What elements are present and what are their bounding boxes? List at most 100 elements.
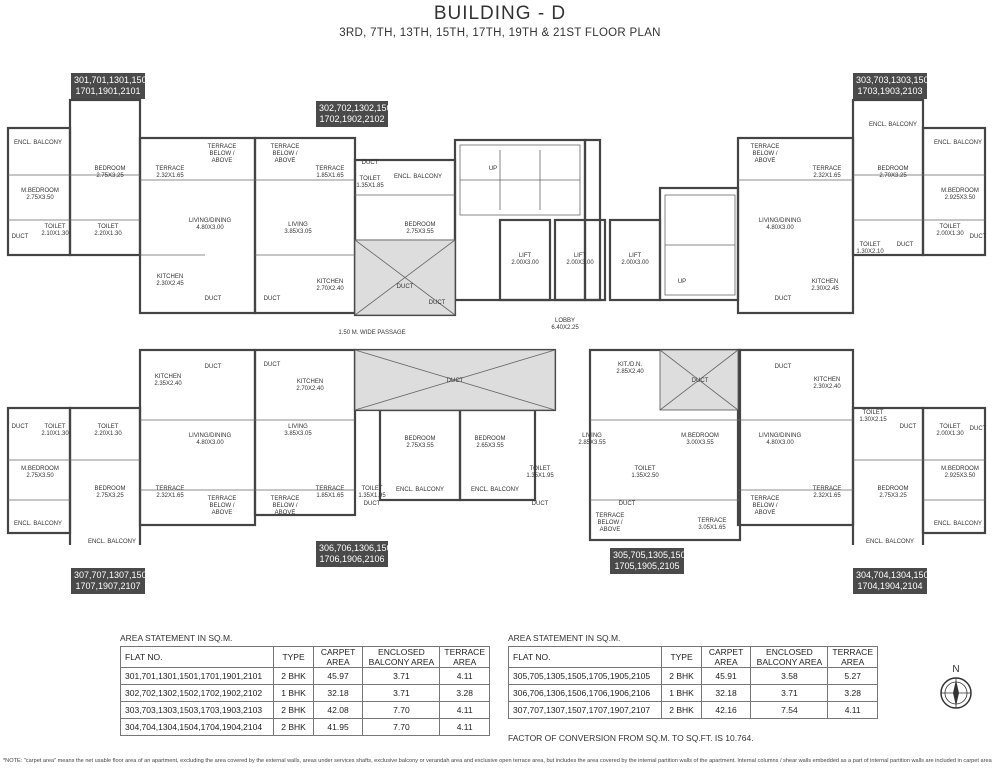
cell-type: 1 BHK	[273, 684, 314, 702]
svg-text:KITCHEN: KITCHEN	[812, 279, 838, 285]
table-row: 303,703,1303,1503,1703,1903,2103 2 BHK 4…	[119, 701, 490, 719]
svg-text:2.75X3.50: 2.75X3.50	[26, 473, 54, 479]
svg-text:ABOVE: ABOVE	[275, 158, 296, 164]
svg-text:TERRACE: TERRACE	[271, 496, 300, 502]
svg-text:ABOVE: ABOVE	[212, 158, 233, 164]
svg-text:ENCL. BALCONY: ENCL. BALCONY	[396, 487, 444, 493]
svg-text:4.80X3.00: 4.80X3.00	[196, 440, 224, 446]
cell-flat-no: 305,705,1305,1505,1705,1905,2105	[507, 667, 663, 685]
flat-tag-top-left: 301,701,1301,1501, 1701,1901,2101	[71, 73, 154, 99]
flat-tag-line: 306,706,1306,1506,	[319, 543, 400, 553]
svg-text:TERRACE: TERRACE	[698, 518, 727, 524]
flat-tag-bottom-left: 307,707,1307,1507, 1707,1907,2107	[71, 568, 154, 594]
svg-text:2.70X3.25: 2.70X3.25	[879, 173, 907, 179]
compass-rose-icon	[940, 677, 972, 709]
cell-terrace: 4.11	[439, 701, 490, 719]
svg-text:DUCT: DUCT	[970, 426, 987, 432]
cell-type: 2 BHK	[273, 667, 314, 685]
svg-text:2.75X3.55: 2.75X3.55	[406, 443, 434, 449]
svg-text:2.00X1.30: 2.00X1.30	[936, 431, 964, 437]
svg-text:ABOVE: ABOVE	[755, 158, 776, 164]
svg-text:6.40X2.25: 6.40X2.25	[551, 325, 579, 331]
svg-text:DUCT: DUCT	[900, 424, 917, 430]
svg-text:TOILET: TOILET	[360, 176, 381, 182]
svg-text:ENCL. BALCONY: ENCL. BALCONY	[471, 487, 519, 493]
svg-text:2.75X3.25: 2.75X3.25	[879, 493, 907, 499]
cell-flat-no: 302,702,1302,1502,1702,1902,2102	[119, 684, 275, 702]
svg-text:2.10X1.30: 2.10X1.30	[41, 231, 69, 237]
cell-terrace: 4.11	[439, 667, 490, 685]
svg-text:LIFT: LIFT	[574, 253, 587, 259]
svg-text:4.80X3.00: 4.80X3.00	[766, 225, 794, 231]
svg-text:2.75X3.25: 2.75X3.25	[96, 173, 124, 179]
svg-text:DUCT: DUCT	[362, 160, 379, 166]
svg-text:2.10X1.30: 2.10X1.30	[41, 431, 69, 437]
svg-text:DUCT: DUCT	[264, 362, 281, 368]
svg-text:KITCHEN: KITCHEN	[297, 379, 323, 385]
svg-text:2.00X3.00: 2.00X3.00	[566, 260, 594, 266]
svg-text:1.30X2.15: 1.30X2.15	[859, 417, 887, 423]
svg-text:LIVING/DINING: LIVING/DINING	[189, 433, 232, 439]
cell-balcony: 3.71	[362, 684, 441, 702]
svg-text:TOILET: TOILET	[860, 242, 881, 248]
svg-text:TERRACE: TERRACE	[596, 513, 625, 519]
flat-tag-bottom-right: 304,704,1304,1504, 1704,1904,2104	[853, 568, 936, 594]
svg-text:DUCT: DUCT	[12, 424, 29, 430]
svg-text:TOILET: TOILET	[98, 224, 119, 230]
flat-tag-line: 1706,1906,2106	[319, 554, 385, 564]
svg-text:TERRACE: TERRACE	[316, 486, 345, 492]
col-flat-no: FLAT NO.	[119, 646, 275, 668]
svg-text:UP: UP	[489, 166, 497, 172]
svg-text:TERRACE: TERRACE	[751, 496, 780, 502]
svg-text:2.925X3.50: 2.925X3.50	[945, 473, 976, 479]
svg-text:TOILET: TOILET	[635, 466, 656, 472]
cell-carpet: 45.91	[700, 667, 752, 685]
svg-text:M.BEDROOM: M.BEDROOM	[941, 466, 979, 472]
cell-terrace: 4.11	[827, 701, 878, 719]
svg-text:TOILET: TOILET	[362, 486, 383, 492]
flat-tag-line: 1701,1901,2101	[75, 86, 141, 96]
cell-terrace: 5.27	[827, 667, 878, 685]
table-row: 301,701,1301,1501,1701,1901,2101 2 BHK 4…	[119, 667, 490, 685]
flat-tag-line: 303,703,1303,1503,	[856, 75, 937, 85]
cell-carpet: 41.95	[312, 718, 364, 736]
svg-text:DUCT: DUCT	[205, 364, 222, 370]
svg-text:ENCL. BALCONY: ENCL. BALCONY	[934, 521, 982, 527]
svg-text:DUCT: DUCT	[429, 300, 446, 306]
svg-text:TOILET: TOILET	[940, 224, 961, 230]
flat-tag-line: 1704,1904,2104	[857, 581, 923, 591]
svg-text:DUCT: DUCT	[897, 242, 914, 248]
svg-text:DUCT: DUCT	[447, 378, 464, 384]
svg-text:2.00X3.00: 2.00X3.00	[621, 260, 649, 266]
svg-text:TERRACE: TERRACE	[813, 486, 842, 492]
svg-text:4.80X3.00: 4.80X3.00	[766, 440, 794, 446]
flat-tag-line: 305,705,1305,1505,	[613, 550, 694, 560]
table-row: 304,704,1304,1504,1704,1904,2104 2 BHK 4…	[119, 718, 490, 736]
table-row: 307,707,1307,1507,1707,1907,2107 2 BHK 4…	[507, 701, 878, 719]
internal-partitions	[8, 174, 985, 501]
flat-tag-line: 1703,1903,2103	[857, 86, 923, 96]
flat-tag-line: 302,702,1302,1502,	[319, 103, 400, 113]
cell-flat-no: 303,703,1303,1503,1703,1903,2103	[119, 701, 275, 719]
svg-text:BEDROOM: BEDROOM	[877, 166, 908, 172]
svg-text:LIFT: LIFT	[519, 253, 532, 259]
svg-text:DUCT: DUCT	[205, 296, 222, 302]
col-terrace-area: TERRACE AREA	[827, 646, 878, 668]
svg-text:KITCHEN: KITCHEN	[155, 374, 181, 380]
svg-text:BELOW /: BELOW /	[209, 151, 234, 157]
svg-text:2.30X2.45: 2.30X2.45	[811, 286, 839, 292]
svg-text:ABOVE: ABOVE	[212, 510, 233, 516]
cell-carpet: 32.18	[700, 684, 752, 702]
cell-balcony: 7.70	[362, 701, 441, 719]
svg-text:ENCL. BALCONY: ENCL. BALCONY	[14, 521, 62, 527]
svg-text:BEDROOM: BEDROOM	[877, 486, 908, 492]
svg-text:3.05X1.65: 3.05X1.65	[698, 525, 726, 531]
table-row: 306,706,1306,1506,1706,1906,2106 1 BHK 3…	[507, 684, 878, 702]
svg-text:1.50 M. WIDE PASSAGE: 1.50 M. WIDE PASSAGE	[338, 330, 405, 336]
svg-text:1.30X2.10: 1.30X2.10	[856, 249, 884, 255]
cell-carpet: 32.18	[312, 684, 364, 702]
svg-text:ENCL. BALCONY: ENCL. BALCONY	[869, 122, 917, 128]
cell-balcony: 3.58	[750, 667, 829, 685]
cell-flat-no: 307,707,1307,1507,1707,1907,2107	[507, 701, 663, 719]
svg-text:DUCT: DUCT	[364, 501, 381, 507]
